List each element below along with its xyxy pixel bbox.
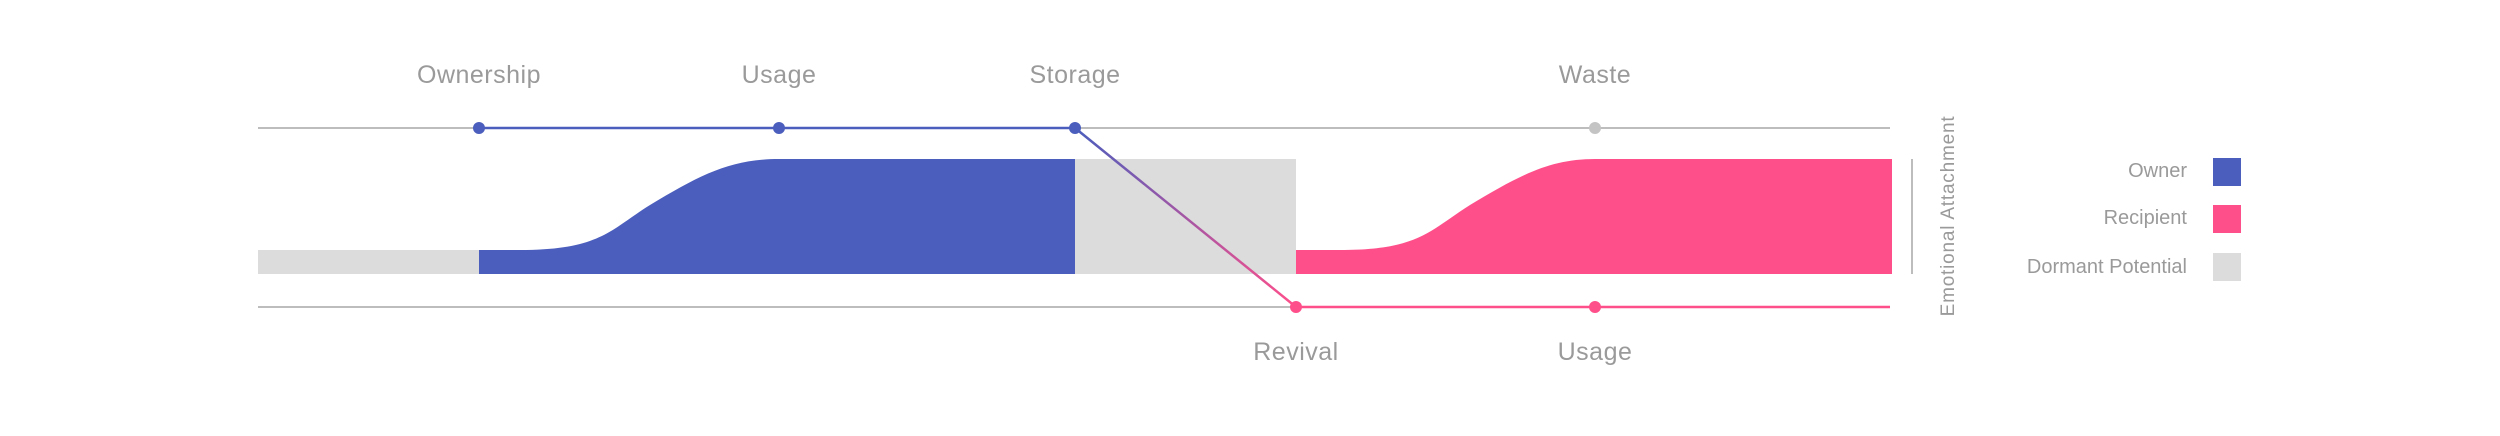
stage-label-revival: Revival: [1253, 338, 1338, 366]
legend-label-owner: Owner: [2128, 160, 2187, 182]
stage-label-usage: Usage: [742, 61, 817, 89]
stage-dot-waste: [1589, 122, 1601, 134]
stage-dot-usage: [773, 122, 785, 134]
stage-dot-revival: [1290, 301, 1302, 313]
legend-swatch-owner: [2213, 158, 2241, 186]
dormant-area-start: [258, 250, 479, 274]
stage-label-storage: Storage: [1029, 61, 1120, 89]
legend-swatch-recipient: [2213, 205, 2241, 233]
legend-swatch-dormant: [2213, 253, 2241, 281]
stage-dot-ownership: [473, 122, 485, 134]
legend-label-recipient: Recipient: [2104, 207, 2188, 229]
stage-dot-recipient-usage: [1589, 301, 1601, 313]
owner-attachment-area: [479, 159, 1075, 274]
legend-label-dormant: Dormant Potential: [2027, 256, 2187, 278]
legend: Owner Recipient Dormant Potential: [2027, 158, 2241, 281]
stage-label-waste: Waste: [1559, 61, 1631, 89]
stage-dot-storage: [1069, 122, 1081, 134]
attachment-axis-label: Emotional Attachment: [1938, 116, 1959, 317]
handoff-line: [1074, 127, 1297, 308]
recipient-attachment-area: [1296, 159, 1892, 274]
stage-label-ownership: Ownership: [417, 61, 541, 89]
stage-label-recipient-usage: Usage: [1558, 338, 1633, 366]
